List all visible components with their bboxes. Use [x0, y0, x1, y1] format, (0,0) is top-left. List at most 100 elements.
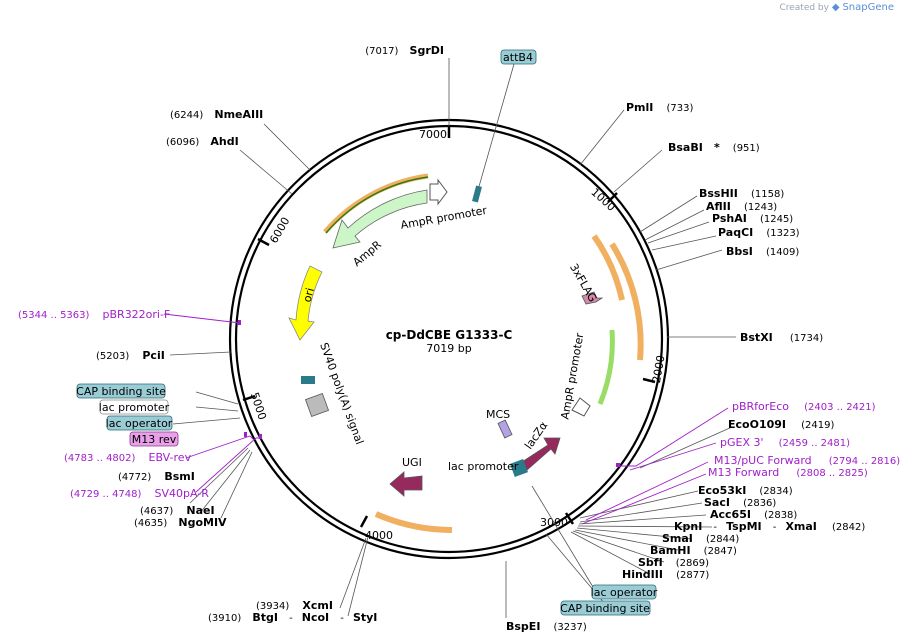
ori-label: ori [301, 286, 317, 303]
pgex-range: (2459 .. 2481) [779, 438, 851, 449]
pshai-label: PshAI (1245) [712, 207, 793, 226]
bamhi-name: BamHI [650, 544, 691, 557]
bspei-name: BspEI [506, 620, 540, 633]
bsshii-pos: (1158) [751, 189, 784, 200]
attb4-mark[interactable] [472, 185, 482, 203]
pgex-primer-label: pGEX 3' (2459 .. 2481) [720, 431, 850, 450]
pgex-name: pGEX 3' [720, 436, 764, 449]
kpni-name: KpnI [674, 520, 702, 533]
bsshii-label: BssHII (1158) [699, 182, 784, 201]
sbfi-pos: (2869) [676, 558, 709, 569]
bsmi-label: (4772) BsmI [118, 465, 195, 484]
ebv-primer-mark [244, 432, 247, 437]
tick-label-4000: 4000 [365, 529, 393, 542]
orange-band-right-1 [591, 234, 625, 301]
green-band-right [597, 329, 615, 405]
pbrforeco-range: (2403 .. 2421) [804, 402, 876, 413]
ampr-promoter-label-top: AmpR promoter [400, 204, 489, 232]
pbrforeco-name: pBRforEco [732, 400, 789, 413]
hindiii-pos: (2877) [676, 570, 709, 581]
bsabi-star: * [714, 141, 720, 154]
nmeaiii-label: (6244) NmeAIII [170, 103, 263, 122]
pcii-label: (5203) PciI [96, 344, 165, 363]
ngomiv-label: (4635) NgoMIV [134, 511, 227, 530]
eco0109i-name: EcoO109I [728, 418, 786, 431]
bsabi-name: BsaBI [668, 141, 703, 154]
bstxi-label: BstXI (1734) [740, 326, 823, 345]
lac-operator-box-left[interactable]: lac operator [106, 415, 173, 431]
bbsi-name: BbsI [726, 245, 753, 258]
bstxi-name: BstXI [740, 331, 773, 344]
m13fwd-name: M13 Forward [708, 466, 779, 479]
pcii-pos: (5203) [96, 351, 129, 362]
m13puc-name: M13/pUC Forward [714, 454, 812, 467]
smai-label: SmaI (2844) [662, 527, 739, 546]
ampr-feature[interactable] [332, 189, 428, 249]
paqci-name: PaqCI [718, 226, 753, 239]
smai-name: SmaI [662, 532, 693, 545]
nmeaiii-pos: (6244) [170, 110, 203, 121]
ampr-promoter-arrow-right[interactable] [571, 397, 591, 417]
tick-label-7000: 7000 [419, 128, 447, 141]
cap-binding-site-label-bottom: CAP binding site [560, 602, 650, 615]
lac-promoter-inner-box[interactable] [510, 459, 528, 477]
kpni-sep1: - [713, 522, 717, 533]
attb4-lead [477, 63, 515, 191]
credit-prefix: Created by [779, 3, 829, 13]
snapgene-logo-icon: ◆ [831, 2, 840, 13]
flag-feature[interactable] [581, 291, 604, 305]
pmli-label: PmlI (733) [626, 96, 693, 115]
sv40-feature[interactable] [304, 392, 330, 418]
ahdi-name: AhdI [210, 135, 238, 148]
acc65i-name: Acc65I [710, 508, 751, 521]
bamhi-pos: (2847) [704, 546, 737, 557]
sv40-small-box[interactable] [301, 376, 315, 384]
pbr322-primer-label: (5344 .. 5363) pBR322ori-F [18, 303, 170, 322]
mcs-feature[interactable] [497, 419, 513, 439]
orange-band-right-2 [609, 242, 644, 361]
ebv-primer-label: (4783 .. 4802) EBV-rev [64, 446, 192, 465]
bstxi-pos: (1734) [790, 333, 823, 344]
eco53ki-name: Eco53kI [698, 484, 746, 497]
pbrforeco-primer-mark [616, 463, 620, 467]
nmeaiii-name: NmeAIII [214, 108, 263, 121]
aflii-name: AflII [706, 200, 731, 213]
m13-rev-box[interactable]: M13 rev [129, 431, 179, 447]
ebv-name: EBV-rev [149, 451, 192, 464]
bsabi-pos: (951) [733, 143, 760, 154]
bamhi-label: BamHI (2847) [650, 539, 737, 558]
pbr322-primer-mark [238, 320, 241, 325]
attb4-box[interactable]: attB4 [500, 49, 537, 65]
m13puc-range: (2794 .. 2816) [829, 456, 901, 467]
lacza-feature[interactable] [521, 437, 561, 471]
ugi-feature[interactable] [389, 471, 423, 497]
saci-name: SacI [704, 496, 730, 509]
sgrdi-label: (7017) SgrDI [365, 39, 444, 58]
hindiii-name: HindIII [622, 568, 663, 581]
pbrforeco-primer-label: pBRforEco (2403 .. 2421) [732, 395, 876, 414]
tick-label-1000: 1000 [588, 186, 618, 214]
ampr-promoter-arrow-top[interactable] [429, 178, 448, 206]
btgi-sep1: - [289, 613, 293, 624]
orange-band-bottom [374, 511, 453, 533]
lac-promoter-box-left[interactable]: lac promoter [99, 399, 170, 415]
lac-operator-box-bottom[interactable]: lac operator [591, 584, 658, 600]
tick-label-2000: 2000 [650, 354, 668, 384]
naei-pos: (4637) [140, 506, 173, 517]
cap-binding-site-box-bottom[interactable]: CAP binding site [560, 600, 651, 616]
tspmi-name: TspMI [726, 520, 762, 533]
ori-feature[interactable] [288, 265, 323, 341]
xcmi-label: (3934) XcmI [256, 594, 333, 613]
pmli-pos: (733) [666, 103, 693, 114]
cap-binding-site-box-left[interactable]: CAP binding site [76, 383, 166, 399]
smai-pos: (2844) [706, 534, 739, 545]
m13puc-primer-label: M13/pUC Forward (2794 .. 2816) [714, 449, 900, 468]
tick-label-6000: 6000 [267, 215, 292, 246]
btgi-sep2: - [340, 613, 344, 624]
lac-promoter-inner-label: lac promoter [448, 460, 519, 473]
sgrdi-name: SgrDI [410, 44, 444, 57]
sv40pa-primer-mark [259, 434, 262, 439]
credit-brand: SnapGene [842, 2, 894, 13]
pshai-name: PshAI [712, 212, 747, 225]
